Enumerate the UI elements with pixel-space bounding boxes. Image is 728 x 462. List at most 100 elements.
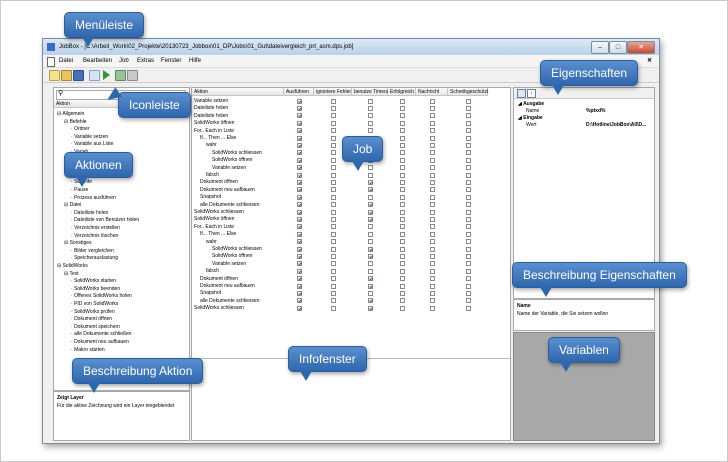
job-row-checkbox[interactable] bbox=[296, 209, 302, 215]
maximize-button[interactable]: □ bbox=[609, 41, 627, 54]
job-row-checkbox[interactable] bbox=[296, 135, 302, 141]
job-row-checkbox[interactable] bbox=[367, 283, 373, 289]
property-section-eingabe[interactable]: ◢ Eingabe bbox=[518, 115, 543, 121]
job-row-checkbox[interactable] bbox=[465, 142, 471, 148]
job-row-checkbox[interactable] bbox=[465, 239, 471, 245]
action-tree-item[interactable]: · Bilder vergleichen bbox=[71, 248, 114, 254]
job-row-label[interactable]: Variable setzen bbox=[212, 164, 247, 171]
action-tree-item[interactable]: · Dateiliste von Benutzer holen bbox=[71, 217, 139, 223]
job-row-checkbox[interactable] bbox=[296, 298, 302, 304]
job-row-checkbox[interactable] bbox=[399, 172, 405, 178]
job-row-label[interactable]: SolidWorks öffnen bbox=[212, 253, 253, 260]
job-row-checkbox[interactable] bbox=[429, 165, 435, 171]
job-row-checkbox[interactable] bbox=[367, 187, 373, 193]
job-row-checkbox[interactable] bbox=[330, 105, 336, 111]
job-row-checkbox[interactable] bbox=[465, 157, 471, 163]
job-column-header[interactable]: Aktion bbox=[192, 88, 284, 96]
run-icon[interactable] bbox=[103, 70, 110, 80]
action-tree-item[interactable]: · Dokument öffnen bbox=[71, 316, 112, 322]
job-column-header[interactable]: ignoriere Fehler bbox=[314, 88, 352, 96]
job-row-checkbox[interactable] bbox=[296, 113, 302, 119]
job-row-checkbox[interactable] bbox=[296, 120, 302, 126]
job-row-checkbox[interactable] bbox=[330, 268, 336, 274]
job-row-checkbox[interactable] bbox=[330, 216, 336, 222]
job-row-checkbox[interactable] bbox=[367, 105, 373, 111]
job-row-checkbox[interactable] bbox=[429, 194, 435, 200]
job-row-checkbox[interactable] bbox=[399, 224, 405, 230]
job-row-checkbox[interactable] bbox=[465, 172, 471, 178]
job-row-checkbox[interactable] bbox=[429, 172, 435, 178]
job-row-checkbox[interactable] bbox=[465, 253, 471, 259]
property-value-name[interactable]: %ptxd% bbox=[586, 108, 606, 114]
job-row-checkbox[interactable] bbox=[465, 179, 471, 185]
job-row-checkbox[interactable] bbox=[429, 216, 435, 222]
job-row-checkbox[interactable] bbox=[399, 142, 405, 148]
action-tree-item[interactable]: · alle Dokumente schließen bbox=[71, 331, 132, 337]
action-tree-item[interactable]: · SolidWorks beenden bbox=[71, 286, 120, 292]
action-tree-item[interactable]: · PID von SolidWorks bbox=[71, 301, 118, 307]
job-row-label[interactable]: For.. Each in Liste bbox=[194, 223, 235, 230]
job-row-checkbox[interactable] bbox=[367, 165, 373, 171]
job-row-checkbox[interactable] bbox=[399, 261, 405, 267]
stop-icon[interactable] bbox=[127, 70, 138, 81]
menu-bearbeiten[interactable]: Bearbeiten bbox=[83, 58, 113, 64]
save-icon[interactable] bbox=[73, 70, 84, 81]
job-row-checkbox[interactable] bbox=[399, 305, 405, 311]
job-row-checkbox[interactable] bbox=[296, 261, 302, 267]
job-row-checkbox[interactable] bbox=[399, 135, 405, 141]
job-row-checkbox[interactable] bbox=[330, 239, 336, 245]
job-column-header[interactable]: Nachricht bbox=[416, 88, 448, 96]
job-row-checkbox[interactable] bbox=[330, 290, 336, 296]
job-row-label[interactable]: Dateiliste holen bbox=[194, 105, 229, 112]
job-row-checkbox[interactable] bbox=[296, 150, 302, 156]
job-row-checkbox[interactable] bbox=[296, 268, 302, 274]
job-row-checkbox[interactable] bbox=[465, 135, 471, 141]
job-row-checkbox[interactable] bbox=[429, 105, 435, 111]
job-row-checkbox[interactable] bbox=[330, 224, 336, 230]
action-tree-item[interactable]: · Prozess ausführen bbox=[71, 195, 116, 201]
job-row-label[interactable]: Snapshot bbox=[200, 194, 222, 201]
job-row-checkbox[interactable] bbox=[399, 283, 405, 289]
job-row-checkbox[interactable] bbox=[296, 239, 302, 245]
job-row-checkbox[interactable] bbox=[367, 253, 373, 259]
job-row-checkbox[interactable] bbox=[296, 187, 302, 193]
job-row-checkbox[interactable] bbox=[465, 268, 471, 274]
new-icon[interactable] bbox=[49, 70, 60, 81]
job-row-checkbox[interactable] bbox=[330, 202, 336, 208]
job-row-checkbox[interactable] bbox=[296, 194, 302, 200]
job-row-checkbox[interactable] bbox=[429, 113, 435, 119]
job-column-header[interactable]: Ausführen bbox=[284, 88, 314, 96]
job-row-checkbox[interactable] bbox=[429, 98, 435, 104]
job-row-checkbox[interactable] bbox=[296, 165, 302, 171]
job-row-checkbox[interactable] bbox=[367, 276, 373, 282]
action-tree-item[interactable]: · Ordner bbox=[71, 126, 90, 132]
job-row-checkbox[interactable] bbox=[330, 150, 336, 156]
job-row-label[interactable]: Dateiliste holen bbox=[194, 112, 229, 119]
expand-icon[interactable]: ⊟ bbox=[57, 263, 63, 269]
job-column-header[interactable]: benutze Timeout bbox=[352, 88, 391, 96]
job-row-checkbox[interactable] bbox=[399, 150, 405, 156]
job-row-checkbox[interactable] bbox=[367, 290, 373, 296]
expand-icon[interactable]: ⊟ bbox=[64, 202, 70, 209]
menu-hilfe[interactable]: Hilfe bbox=[189, 58, 202, 64]
job-row-checkbox[interactable] bbox=[296, 142, 302, 148]
job-row-label[interactable]: wahr bbox=[206, 142, 217, 149]
job-row-checkbox[interactable] bbox=[429, 128, 435, 134]
action-tree-item[interactable]: · Variable aus Liste bbox=[71, 141, 113, 147]
action-tree-item[interactable]: · Dokument neu aufbauen bbox=[71, 339, 129, 345]
job-row-checkbox[interactable] bbox=[465, 290, 471, 296]
job-row-checkbox[interactable] bbox=[330, 276, 336, 282]
job-row-checkbox[interactable] bbox=[330, 128, 336, 134]
mdi-close-icon[interactable]: ✕ bbox=[647, 58, 653, 64]
action-tree-item[interactable]: · Pause bbox=[71, 187, 88, 193]
job-row-checkbox[interactable] bbox=[429, 187, 435, 193]
job-row-checkbox[interactable] bbox=[296, 253, 302, 259]
job-row-checkbox[interactable] bbox=[429, 142, 435, 148]
job-row-checkbox[interactable] bbox=[429, 224, 435, 230]
job-row-checkbox[interactable] bbox=[429, 202, 435, 208]
job-row-checkbox[interactable] bbox=[429, 276, 435, 282]
menu-datei[interactable]: Datei bbox=[59, 58, 74, 64]
job-column-header[interactable]: Schreibgeschützt bbox=[448, 88, 489, 96]
job-row-checkbox[interactable] bbox=[367, 194, 373, 200]
job-row-checkbox[interactable] bbox=[429, 298, 435, 304]
